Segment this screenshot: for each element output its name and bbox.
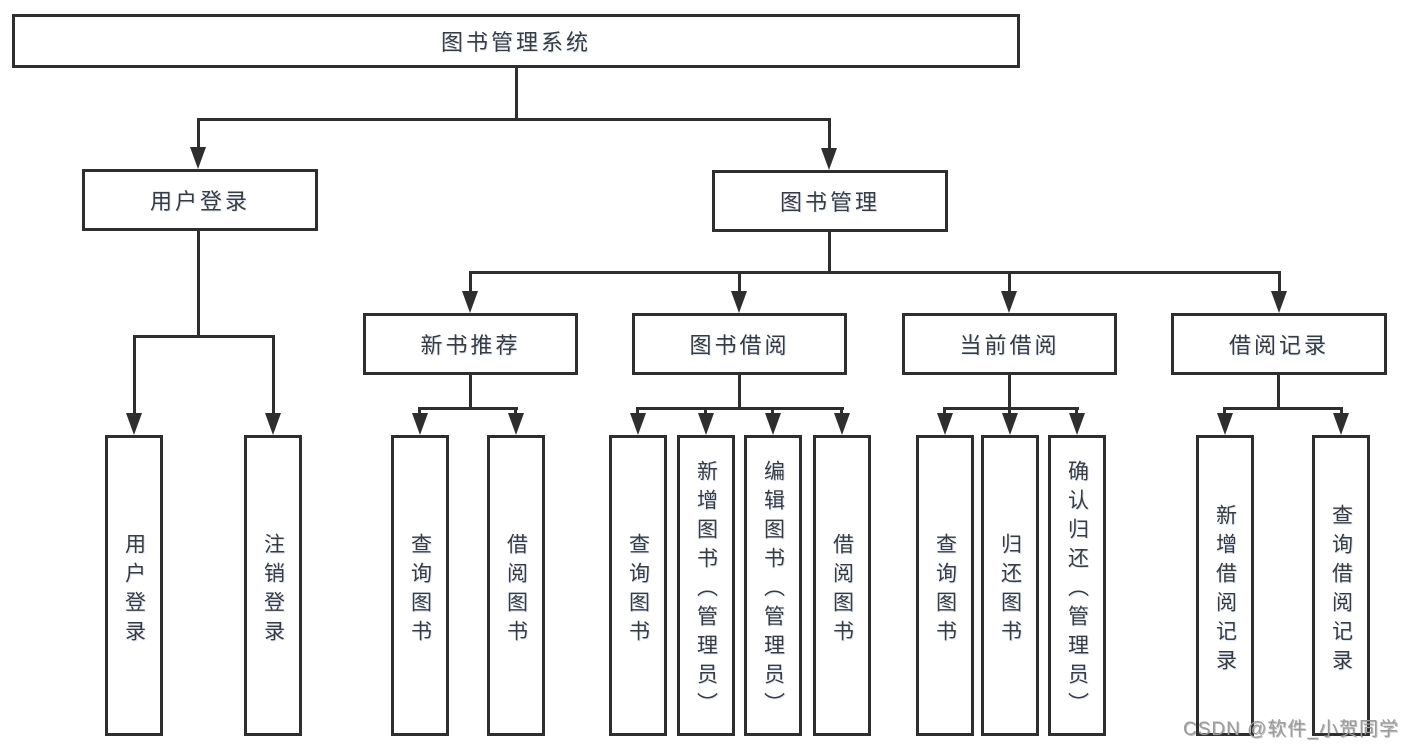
leaf-logout: 注销登录: [244, 435, 302, 736]
arrow-down-icon: [412, 413, 428, 435]
arrow-down-icon: [265, 413, 281, 435]
connector: [197, 118, 200, 150]
arrow-down-icon: [1002, 413, 1018, 435]
connector: [418, 407, 518, 410]
arrow-down-icon: [765, 413, 781, 435]
arrow-down-icon: [630, 413, 646, 435]
leaf-user-login: 用户登录: [105, 435, 163, 736]
connector: [943, 407, 1079, 410]
connector: [1075, 407, 1078, 417]
node-book-borrow: 图书借阅: [632, 313, 847, 375]
connector: [197, 118, 831, 121]
leaf-return-book: 归还图书: [981, 435, 1039, 736]
connector: [840, 407, 843, 417]
arrow-down-icon: [1333, 413, 1349, 435]
connector: [469, 375, 472, 407]
connector: [943, 407, 946, 417]
node-borrow-record: 借阅记录: [1171, 313, 1387, 375]
connector: [738, 271, 741, 295]
leaf-add-book-admin: 新增图书（管理员）: [677, 435, 735, 736]
node-user-login: 用户登录: [82, 169, 318, 231]
connector: [272, 335, 275, 415]
arrow-down-icon: [126, 413, 142, 435]
arrow-down-icon: [731, 291, 747, 313]
arrow-down-icon: [1069, 413, 1085, 435]
connector: [771, 407, 774, 417]
connector: [1008, 375, 1011, 407]
node-new-book-recommend: 新书推荐: [363, 313, 578, 375]
arrow-down-icon: [508, 413, 524, 435]
connector: [828, 118, 831, 150]
arrow-down-icon: [190, 147, 206, 169]
connector: [1277, 375, 1280, 407]
connector: [1340, 407, 1343, 417]
leaf-confirm-return-admin: 确认归还（管理员）: [1048, 435, 1106, 736]
leaf-query-book-recommend: 查询图书: [391, 435, 449, 736]
arrow-down-icon: [1217, 413, 1233, 435]
connector: [469, 271, 472, 295]
leaf-query-book-borrow: 查询图书: [609, 435, 667, 736]
connector: [418, 407, 421, 417]
node-book-management: 图书管理: [712, 170, 948, 232]
arrow-down-icon: [821, 148, 837, 170]
connector: [636, 407, 639, 417]
connector: [636, 407, 844, 410]
connector: [514, 407, 517, 417]
csdn-watermark: CSDN @软件_小贺同学: [1183, 719, 1399, 740]
arrow-down-icon: [462, 291, 478, 313]
arrow-down-icon: [698, 413, 714, 435]
leaf-edit-book-admin: 编辑图书（管理员）: [744, 435, 802, 736]
connector: [515, 68, 518, 118]
arrow-down-icon: [1271, 291, 1287, 313]
leaf-borrow-book-recommend: 借阅图书: [487, 435, 545, 736]
node-current-borrow: 当前借阅: [902, 313, 1117, 375]
connector: [1008, 407, 1011, 417]
connector: [133, 335, 275, 338]
connector: [1278, 271, 1281, 295]
connector: [197, 231, 200, 335]
leaf-borrow-book: 借阅图书: [813, 435, 871, 736]
connector: [1008, 271, 1011, 295]
arrow-down-icon: [834, 413, 850, 435]
leaf-add-borrow-record: 新增借阅记录: [1196, 435, 1254, 736]
leaf-query-borrow-record: 查询借阅记录: [1312, 435, 1370, 736]
connector: [704, 407, 707, 417]
arrow-down-icon: [1001, 291, 1017, 313]
connector: [738, 375, 741, 407]
connector: [469, 271, 1281, 274]
leaf-query-book-current: 查询图书: [916, 435, 974, 736]
connector: [133, 335, 136, 415]
arrow-down-icon: [937, 413, 953, 435]
connector: [1223, 407, 1343, 410]
connector: [828, 232, 831, 271]
node-root-library-system: 图书管理系统: [12, 14, 1020, 68]
connector: [1223, 407, 1226, 417]
